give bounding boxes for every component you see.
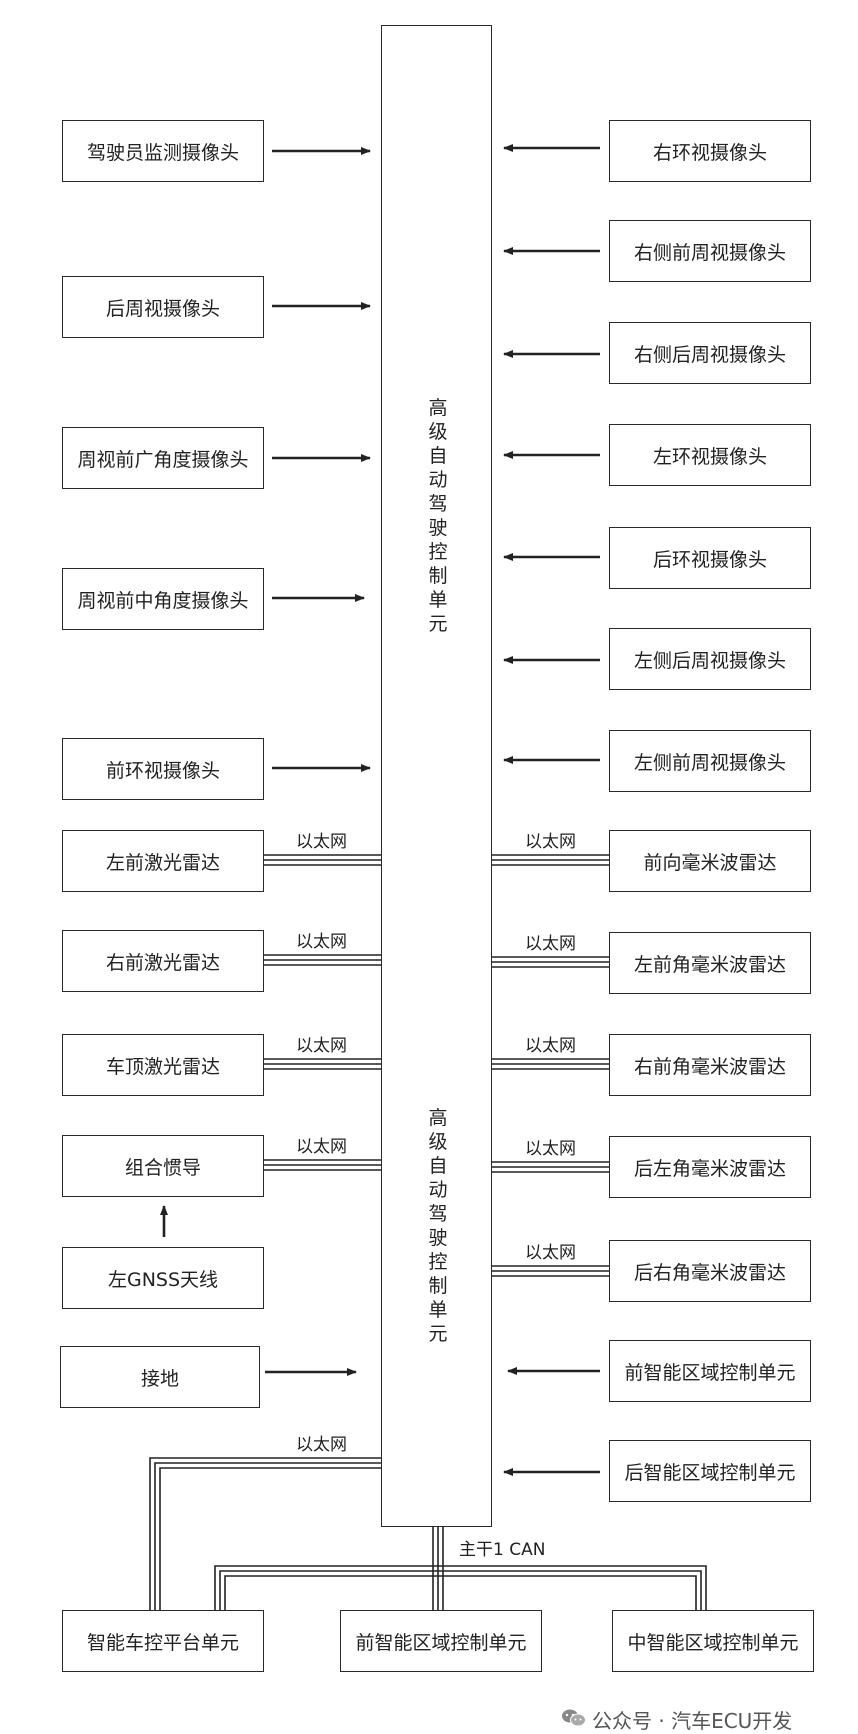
integrated-navigation-box: 组合惯导 — [62, 1135, 264, 1197]
front-zone-control-unit-bottom-box: 前智能区域控制单元 — [340, 1610, 542, 1672]
left-front-surround-camera-box: 左侧前周视摄像头 — [609, 730, 811, 792]
left-front-lidar-box: 左前激光雷达 — [62, 830, 264, 892]
right-front-lidar-box: 右前激光雷达 — [62, 930, 264, 992]
ethernet-label: 以太网 — [296, 1435, 347, 1455]
rear-surround-view-camera-box: 后环视摄像头 — [609, 527, 811, 589]
right-rear-surround-camera-box: 右侧后周视摄像头 — [609, 322, 811, 384]
front-view-camera-box: 前环视摄像头 — [62, 738, 264, 800]
right-front-corner-radar-box: 右前角毫米波雷达 — [609, 1034, 811, 1096]
front-wide-camera-box: 周视前广角度摄像头 — [62, 427, 264, 489]
right-front-surround-camera-box: 右侧前周视摄像头 — [609, 220, 811, 282]
ethernet-label: 以太网 — [525, 934, 576, 954]
footer-watermark: 公众号 · 汽车ECU开发 — [592, 1709, 793, 1733]
rear-left-corner-radar-box: 后左角毫米波雷达 — [609, 1136, 811, 1198]
ethernet-label: 以太网 — [296, 932, 347, 952]
driver-monitoring-camera-box: 驾驶员监测摄像头 — [62, 120, 264, 182]
middle-zone-control-unit-box: 中智能区域控制单元 — [612, 1610, 814, 1672]
roof-lidar-box: 车顶激光雷达 — [62, 1034, 264, 1096]
right-surround-view-camera-box: 右环视摄像头 — [609, 120, 811, 182]
ethernet-label: 以太网 — [296, 1137, 347, 1157]
left-surround-view-camera-box: 左环视摄像头 — [609, 424, 811, 486]
rear-surround-camera-box: 后周视摄像头 — [62, 276, 264, 338]
can-bus-label: 主干1 CAN — [459, 1540, 546, 1560]
left-front-corner-radar-box: 左前角毫米波雷达 — [609, 932, 811, 994]
ethernet-label: 以太网 — [525, 1243, 576, 1263]
front-zone-control-unit-right-box: 前智能区域控制单元 — [609, 1340, 811, 1402]
ground-box: 接地 — [60, 1346, 260, 1408]
front-mid-camera-box: 周视前中角度摄像头 — [62, 568, 264, 630]
rear-right-corner-radar-box: 后右角毫米波雷达 — [609, 1240, 811, 1302]
wechat-icon — [561, 1708, 587, 1732]
ethernet-label: 以太网 — [296, 832, 347, 852]
ethernet-label: 以太网 — [296, 1036, 347, 1056]
ethernet-label: 以太网 — [525, 1036, 576, 1056]
rear-zone-control-unit-box: 后智能区域控制单元 — [609, 1440, 811, 1502]
central-unit-label-top: 高级自动驾驶控制单元 — [428, 397, 448, 635]
ethernet-label: 以太网 — [525, 832, 576, 852]
ethernet-label: 以太网 — [525, 1139, 576, 1159]
left-rear-surround-camera-box: 左侧后周视摄像头 — [609, 628, 811, 690]
gnss-antenna-box: 左GNSS天线 — [62, 1247, 264, 1309]
vehicle-control-platform-box: 智能车控平台单元 — [62, 1610, 264, 1672]
central-unit-label-bottom: 高级自动驾驶控制单元 — [428, 1107, 448, 1345]
central-control-unit: 高级自动驾驶控制单元 高级自动驾驶控制单元 — [381, 25, 492, 1527]
front-mmwave-radar-box: 前向毫米波雷达 — [609, 830, 811, 892]
